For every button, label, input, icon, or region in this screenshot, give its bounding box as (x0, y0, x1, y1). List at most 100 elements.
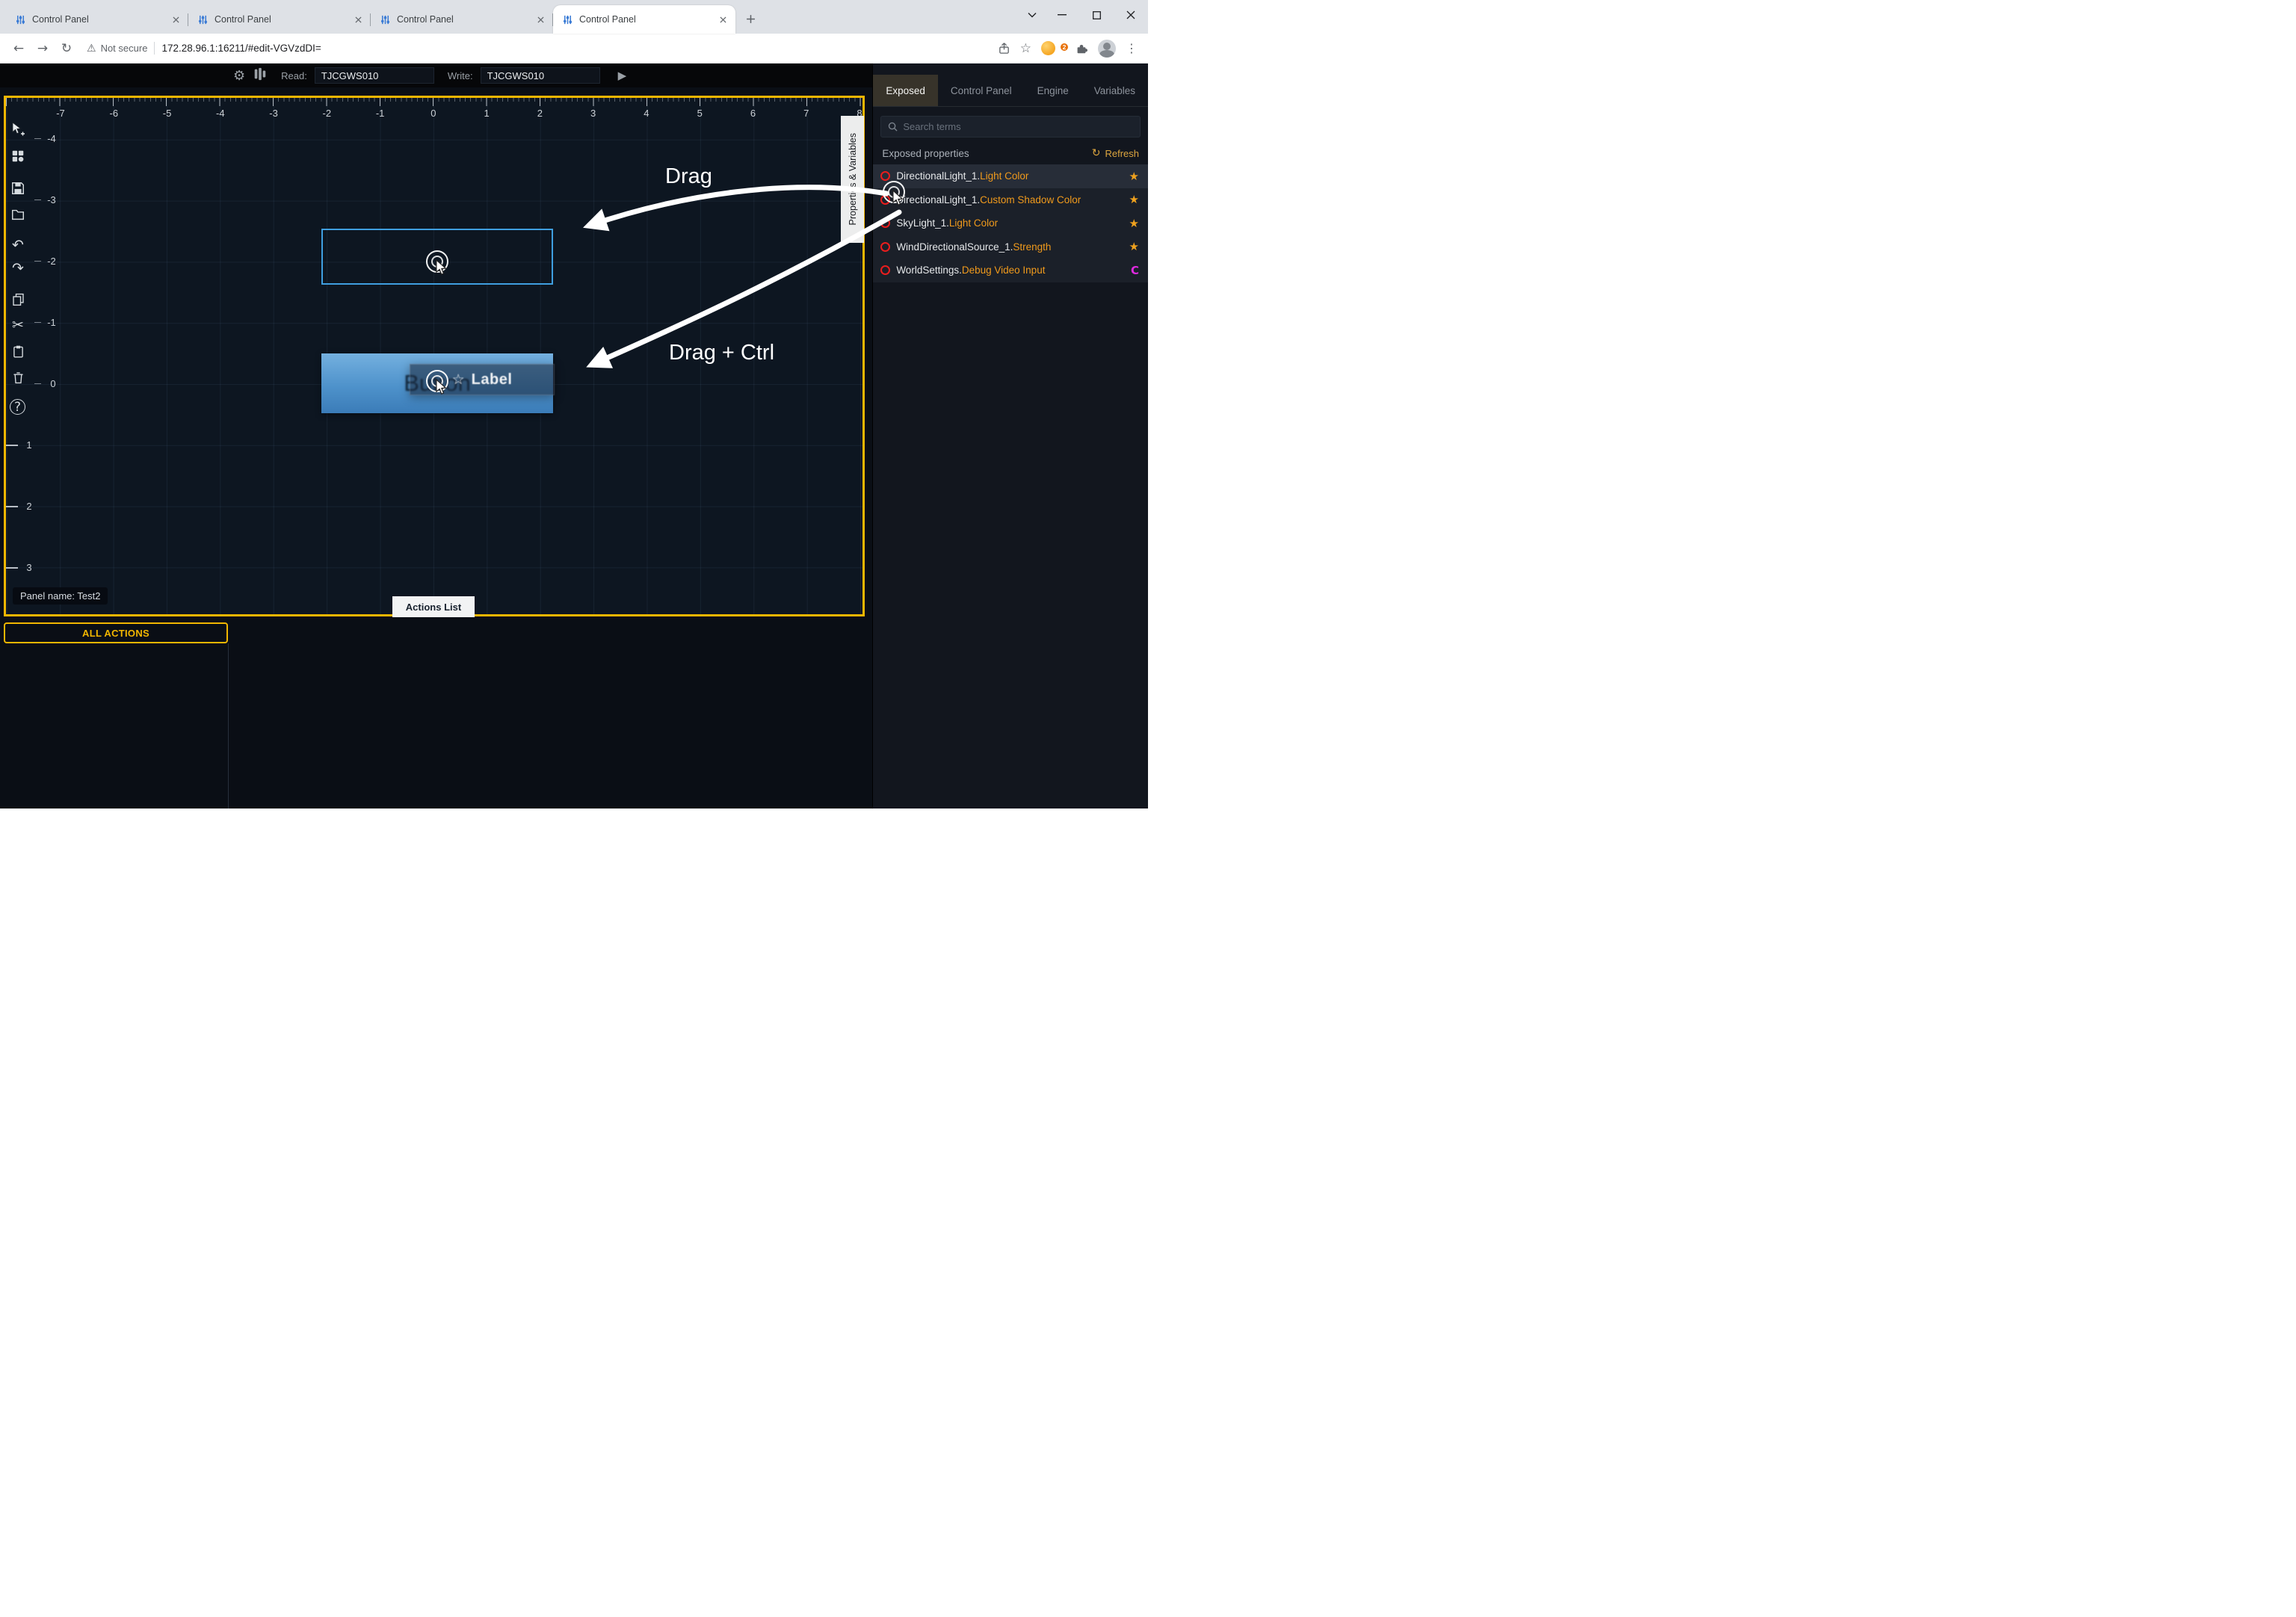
play-button[interactable]: ▶ (617, 69, 627, 82)
url-text[interactable]: 172.28.96.1:16211/#edit-VGVzdDI= (161, 43, 321, 54)
favorite-star-icon[interactable]: ★ (1129, 216, 1139, 230)
copy-tool[interactable] (9, 290, 27, 308)
refresh-icon: ↻ (1091, 147, 1101, 159)
new-tab-button[interactable] (740, 8, 761, 29)
record-circle-icon[interactable] (880, 194, 891, 205)
all-actions-button[interactable]: ALL ACTIONS (4, 622, 228, 643)
ruler-x-major-ticks (6, 98, 862, 106)
ruler-y-dash (6, 506, 18, 507)
editor-main: ⚙ Read: Write: ▶ -7-6-5-4-3-2-1012345678… (0, 64, 873, 808)
refresh-button[interactable]: ↻ Refresh (1092, 147, 1139, 159)
property-name: Custom Shadow Color (980, 194, 1081, 205)
app-favicon-sliders-icon (198, 15, 208, 24)
exposed-property-row[interactable]: SkyLight_1.Light Color ★ (873, 211, 1148, 235)
dragged-label-ghost: ☆ Label (410, 364, 555, 395)
open-folder-tool[interactable] (9, 205, 27, 223)
tab-close-icon[interactable] (352, 13, 365, 26)
write-input[interactable] (480, 67, 600, 84)
record-circle-icon[interactable] (880, 265, 891, 276)
tab-control-panel[interactable]: Control Panel (950, 84, 1012, 96)
sidebar-search[interactable] (880, 116, 1141, 137)
select-move-tool[interactable] (9, 120, 27, 138)
address-bar[interactable]: ⚠ Not secure 172.28.96.1:16211/#edit-VGV… (87, 42, 996, 55)
property-owner: DirectionalLight_1. (896, 170, 981, 182)
property-name: Debug Video Input (961, 265, 1046, 276)
bookmark-star-icon[interactable]: ☆ (1019, 40, 1031, 56)
minimize-button[interactable] (1045, 0, 1079, 30)
widgets-grid-tool[interactable] (9, 147, 27, 165)
exposed-property-row[interactable]: WorldSettings.Debug Video Input C (873, 259, 1148, 282)
app-favicon-sliders-icon (16, 15, 25, 24)
property-owner: WindDirectionalSource_1. (896, 241, 1013, 253)
search-input[interactable] (903, 121, 1133, 132)
browser-tab-3[interactable]: Control Panel (371, 5, 553, 34)
browser-nav-bar: ← → ↻ ⚠ Not secure 172.28.96.1:16211/#ed… (0, 34, 1148, 64)
exposed-property-row[interactable]: WindDirectionalSource_1.Strength ★ (873, 235, 1148, 259)
property-owner: DirectionalLight_1. (896, 194, 981, 205)
save-tool[interactable] (9, 179, 27, 197)
actions-list-tab[interactable]: Actions List (392, 596, 475, 617)
ruler-x-minor-ticks (6, 98, 862, 102)
ruler-y-dash (6, 567, 18, 569)
layout-columns-icon[interactable] (253, 67, 268, 85)
close-button[interactable] (1114, 0, 1148, 30)
reload-button[interactable]: ↻ (61, 40, 72, 56)
undo-tool[interactable]: ↶ (12, 237, 24, 253)
tab-title: Control Panel (397, 14, 454, 25)
property-name: Light Color (980, 170, 1029, 182)
chevron-down-icon[interactable] (1019, 0, 1045, 30)
app-top-toolbar: ⚙ Read: Write: ▶ (0, 64, 873, 87)
security-chip[interactable]: ⚠ Not secure (87, 43, 147, 55)
record-circle-icon[interactable] (880, 218, 891, 229)
profile-avatar[interactable] (1098, 39, 1116, 58)
tab-exposed[interactable]: Exposed (873, 75, 938, 106)
tab-engine[interactable]: Engine (1037, 84, 1069, 96)
exposed-property-row[interactable]: DirectionalLight_1.Light Color ★ (873, 164, 1148, 188)
favorite-star-icon[interactable]: ★ (1129, 193, 1139, 207)
controller-badge[interactable]: C (1130, 263, 1139, 277)
share-icon[interactable] (998, 42, 1010, 55)
tab-variables[interactable]: Variables (1093, 84, 1135, 96)
browser-tab-2[interactable]: Control Panel (188, 5, 371, 34)
star-icon: ☆ (451, 371, 465, 388)
search-icon (889, 122, 898, 132)
favorite-star-icon[interactable]: ★ (1129, 240, 1139, 254)
ghost-label-text: Label (471, 371, 513, 388)
ruler-y-dash (6, 445, 18, 446)
delete-tool[interactable] (9, 368, 27, 386)
tab-close-icon[interactable] (170, 13, 182, 26)
help-tool[interactable]: ? (10, 399, 25, 415)
record-circle-icon[interactable] (880, 241, 891, 252)
settings-gear-icon[interactable]: ⚙ (233, 67, 246, 84)
browser-tab-1[interactable]: Control Panel (6, 5, 188, 34)
browser-tab-4-active[interactable]: Control Panel (553, 5, 735, 34)
tab-close-icon[interactable] (534, 13, 547, 26)
extensions-puzzle-icon[interactable] (1075, 42, 1088, 55)
selected-widget-rect[interactable] (321, 229, 553, 285)
maximize-button[interactable] (1079, 0, 1114, 30)
record-circle-icon[interactable] (880, 171, 891, 182)
app-favicon-sliders-icon (380, 15, 390, 24)
redo-tool[interactable]: ↷ (12, 260, 24, 276)
favorite-star-icon[interactable]: ★ (1129, 169, 1139, 183)
right-sidebar: Exposed Control Panel Engine Variables E… (872, 64, 1148, 808)
cut-tool[interactable]: ✂ (12, 317, 24, 333)
tab-title: Control Panel (579, 14, 636, 25)
ruler-y-label: -4 (47, 133, 56, 144)
refresh-label: Refresh (1105, 147, 1139, 159)
emoji-extension-icon[interactable] (1041, 41, 1055, 55)
sidebar-tabs: Exposed Control Panel Engine Variables (873, 75, 1148, 107)
read-input[interactable] (314, 67, 434, 84)
back-button[interactable]: ← (13, 40, 25, 56)
exposed-properties-title: Exposed properties (882, 147, 969, 159)
paste-tool[interactable] (9, 342, 27, 360)
browser-menu-icon[interactable]: ⋮ (1126, 41, 1138, 55)
ruler-y-label: -3 (47, 194, 56, 205)
properties-variables-tab[interactable]: Properties & Variables (841, 116, 864, 243)
forward-button[interactable]: → (37, 40, 49, 56)
exposed-property-row[interactable]: DirectionalLight_1.Custom Shadow Color ★ (873, 188, 1148, 211)
property-owner: WorldSettings. (896, 265, 962, 276)
tab-close-icon[interactable] (717, 13, 729, 26)
